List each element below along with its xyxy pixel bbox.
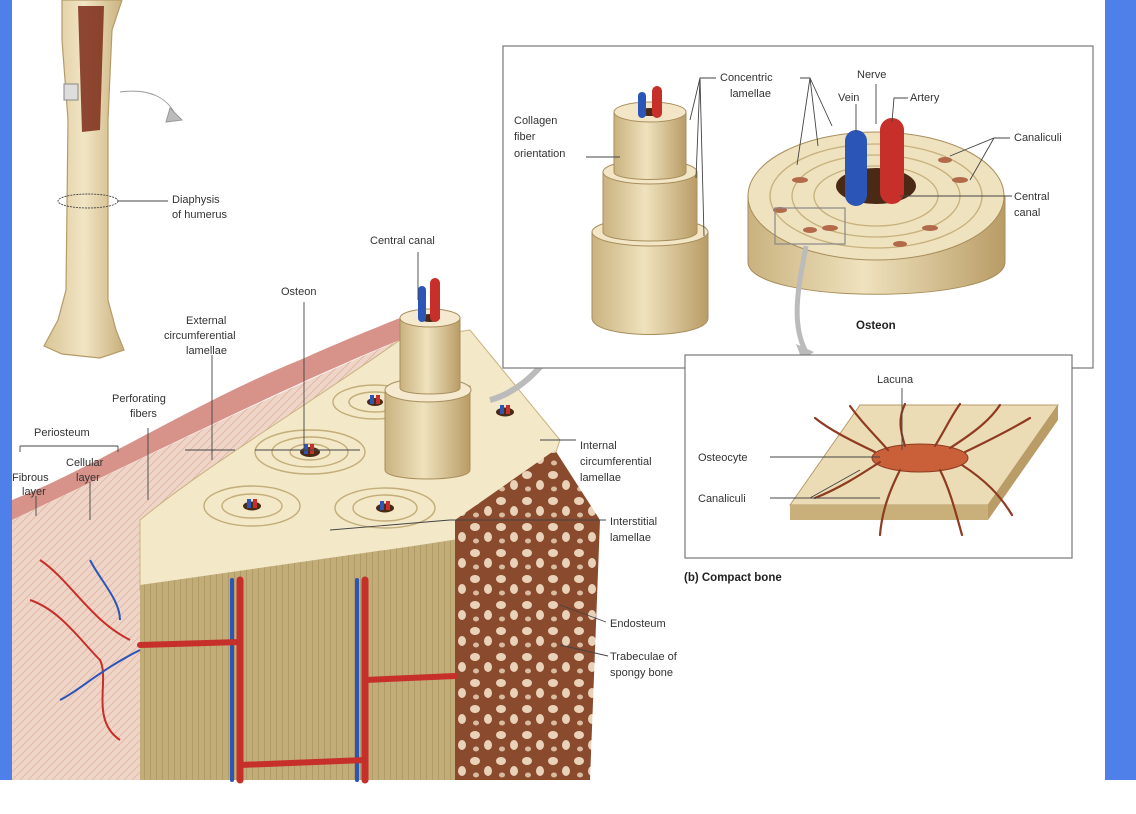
leaders-osteon-inset: [586, 77, 1012, 237]
label-osteocyte: Osteocyte: [698, 452, 748, 464]
label-central-canal-main: Central canal: [370, 235, 435, 247]
label-concentric-lamellae: Concentric lamellae: [720, 72, 776, 100]
caption-compact-bone: (b) Compact bone: [684, 572, 782, 584]
label-osteon-main: Osteon: [281, 286, 316, 298]
label-canaliculi-lower: Canaliculi: [698, 493, 746, 505]
label-canaliculi-top: Canaliculi: [1014, 132, 1062, 144]
label-diaphysis: Diaphysis of humerus: [172, 194, 228, 221]
leaders-main: [19, 252, 609, 657]
leaders-lacuna-inset: [770, 388, 903, 499]
lacuna-inset-panel: [684, 354, 1073, 559]
label-external-circumferential: External circumferential lamellae: [164, 315, 239, 357]
label-central-canal-inset: Central canal: [1014, 191, 1053, 219]
label-trabeculae: Trabeculae of spongy bone: [610, 651, 680, 679]
label-artery: Artery: [910, 92, 940, 104]
label-lacuna: Lacuna: [877, 374, 914, 386]
humerus-illustration: [43, 0, 184, 359]
label-cellular-layer: Cellular layer: [66, 457, 106, 484]
label-nerve: Nerve: [857, 69, 886, 81]
osteon-inset-panel: [502, 45, 1094, 369]
label-periosteum: Periosteum: [34, 427, 90, 439]
label-collagen-fiber-orientation: Collagen fiber orientation: [514, 115, 565, 160]
left-frame-band: [0, 0, 12, 780]
label-perforating-fibers: Perforating fibers: [112, 393, 169, 420]
label-fibrous-layer: Fibrous layer: [12, 472, 52, 498]
label-interstitial-lamellae: Interstitial lamellae: [610, 516, 660, 544]
right-frame-band: [1105, 0, 1136, 780]
label-vein: Vein: [838, 92, 859, 104]
label-endosteum: Endosteum: [610, 618, 666, 630]
label-osteon-inset: Osteon: [856, 320, 896, 332]
label-internal-circumferential: Internal circumferential lamellae: [580, 440, 655, 484]
